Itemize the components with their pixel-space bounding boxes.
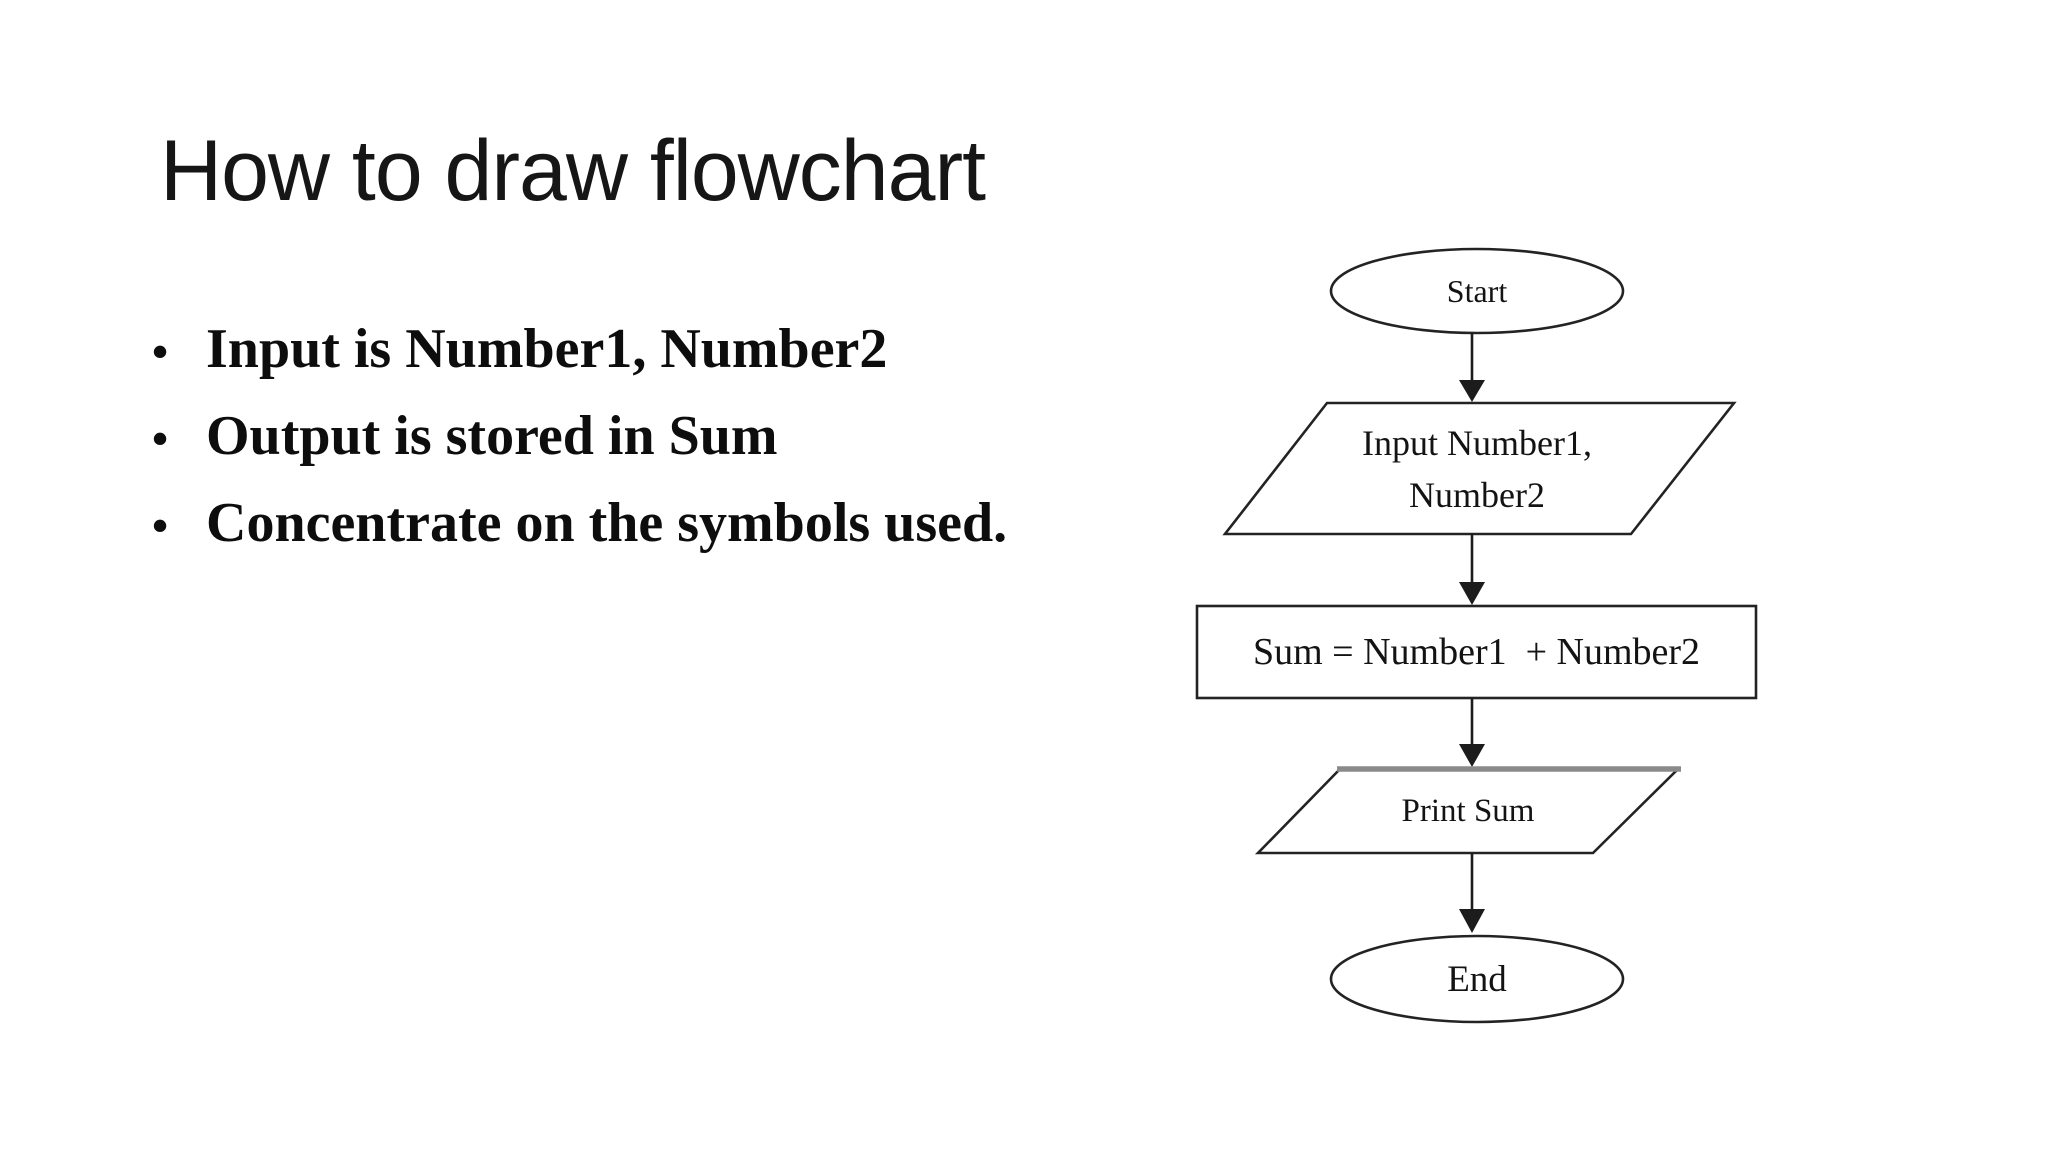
bullet-item: • Output is stored in Sum [148, 393, 1007, 480]
slide-title: How to draw flowchart [160, 123, 986, 219]
process-rectangle-shape [1195, 604, 1758, 700]
bullet-marker: • [152, 413, 169, 464]
arrowhead-start-to-input [1459, 380, 1485, 402]
arrowhead-output-to-end [1459, 909, 1485, 933]
bullet-item: • Concentrate on the symbols used. [148, 480, 1007, 567]
bullet-list: • Input is Number1, Number2 • Output is … [148, 306, 1007, 567]
bullet-item: • Input is Number1, Number2 [148, 306, 1007, 393]
bullet-text: Output is stored in Sum [206, 405, 778, 467]
input-io-shape [1222, 401, 1737, 536]
arrowhead-process-to-output [1459, 744, 1485, 767]
start-terminator-shape [1329, 247, 1625, 335]
bullet-text: Concentrate on the symbols used. [206, 492, 1008, 554]
bullet-text: Input is Number1, Number2 [206, 318, 888, 380]
bullet-marker: • [152, 500, 169, 551]
arrowhead-input-to-process [1459, 582, 1485, 605]
bullet-marker: • [152, 326, 169, 377]
end-terminator-shape [1329, 934, 1625, 1024]
output-io-shape [1254, 767, 1682, 855]
